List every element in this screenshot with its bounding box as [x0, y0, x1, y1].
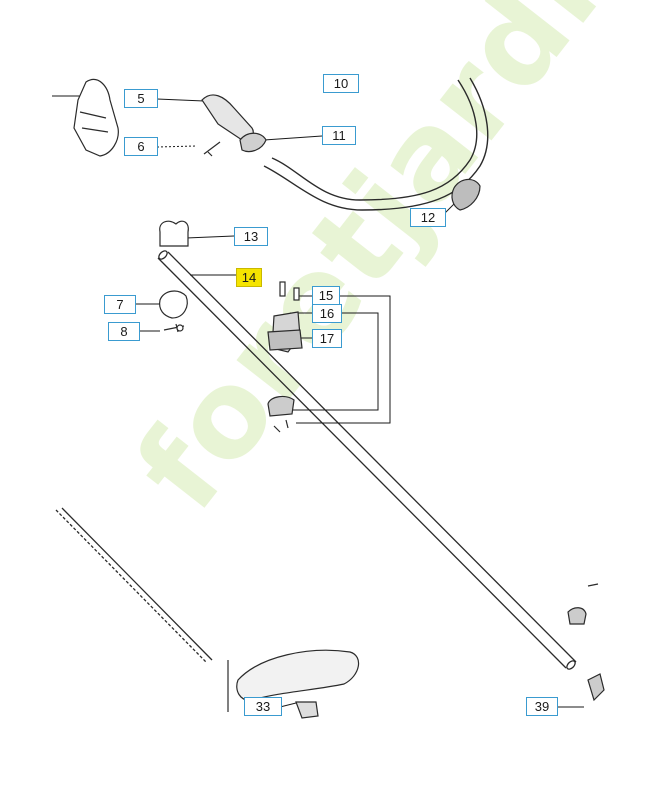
- callout-12[interactable]: 12: [410, 208, 446, 227]
- callout-5[interactable]: 5: [124, 89, 158, 108]
- parts: [73, 78, 605, 719]
- leader-lines: [52, 81, 584, 708]
- callout-15[interactable]: 15: [312, 286, 340, 305]
- callout-6[interactable]: 6: [124, 137, 158, 156]
- callout-8[interactable]: 8: [108, 322, 140, 341]
- callout-17[interactable]: 17: [312, 329, 342, 348]
- left-handle-part: [73, 78, 119, 157]
- clamp-part: [239, 132, 267, 153]
- callout-16[interactable]: 16: [312, 304, 342, 323]
- callout-13[interactable]: 13: [234, 227, 268, 246]
- right-handle-part: [451, 178, 481, 211]
- trigger-part: [267, 395, 295, 417]
- callout-10[interactable]: 10: [323, 74, 359, 93]
- callout-33[interactable]: 33: [244, 697, 282, 716]
- shaft-tube: [157, 250, 577, 670]
- clip-part: [159, 220, 189, 247]
- bracket-part: [159, 290, 188, 319]
- screw-part: [203, 141, 221, 157]
- right-parts: [567, 607, 587, 625]
- callout-11[interactable]: 11: [322, 126, 356, 145]
- callout-7[interactable]: 7: [104, 295, 136, 314]
- callout-14-highlighted[interactable]: 14: [236, 268, 262, 287]
- drive-shaft: [55, 507, 213, 663]
- callout-39[interactable]: 39: [526, 697, 558, 716]
- handlebar: [263, 77, 489, 211]
- guard-part: [236, 649, 360, 701]
- grip-part: [201, 94, 254, 141]
